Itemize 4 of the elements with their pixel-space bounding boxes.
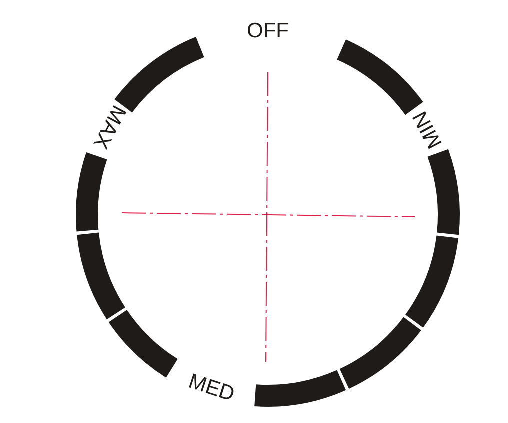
dial-label: MAX — [88, 102, 131, 153]
dial-label: MED — [186, 370, 238, 406]
dial-label: OFF — [247, 20, 289, 42]
dial-label: MIN — [408, 108, 447, 152]
